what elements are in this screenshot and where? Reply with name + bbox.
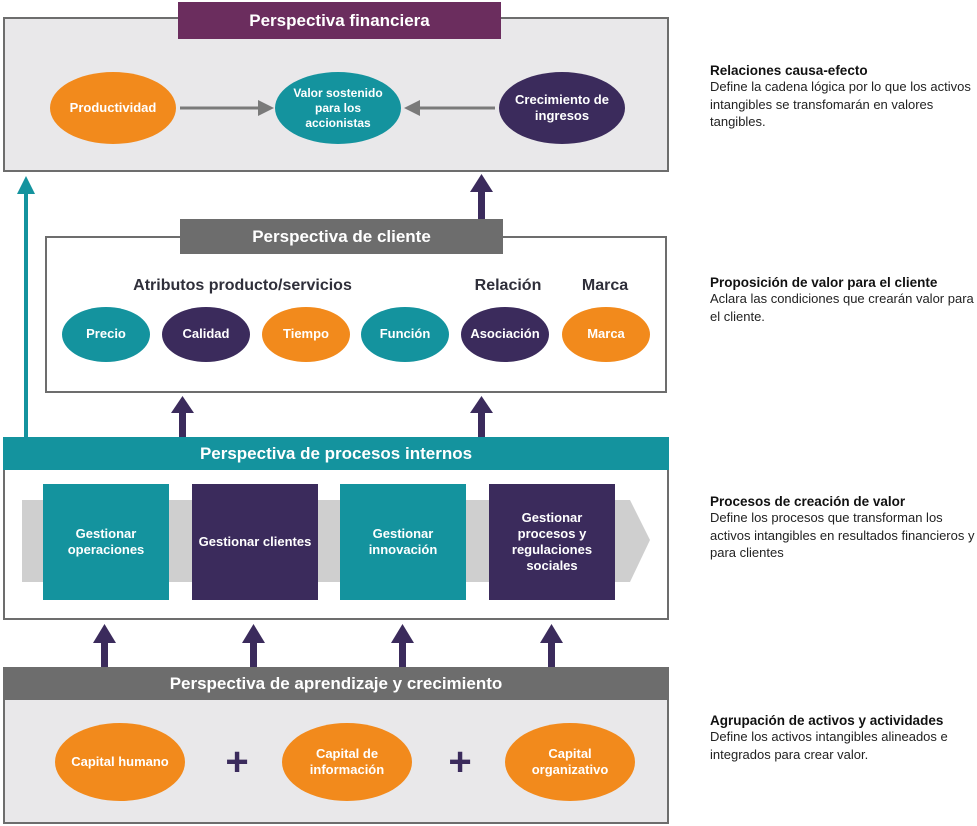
- process-box-operations: Gestionar operaciones: [43, 484, 169, 600]
- brand-heading: Marca: [581, 277, 629, 294]
- financial-title: Perspectiva financiera: [178, 2, 501, 39]
- description-body: Aclara las condiciones que crearán valor…: [710, 291, 974, 324]
- client-title: Perspectiva de cliente: [180, 219, 503, 254]
- time-node: Tiempo: [262, 307, 350, 362]
- human-capital-node: Capital humano: [55, 723, 185, 801]
- description-title: Relaciones causa-efecto: [710, 63, 868, 78]
- description-processes: Procesos de creación de valor Define los…: [710, 494, 975, 562]
- description-causal: Relaciones causa-efecto Define la cadena…: [710, 63, 975, 131]
- price-node: Precio: [62, 307, 150, 362]
- quality-node: Calidad: [162, 307, 250, 362]
- revenue-growth-node: Crecimiento de ingresos: [499, 72, 625, 144]
- client-panel: [45, 236, 667, 393]
- learning-title: Perspectiva de aprendizaje y crecimiento: [3, 667, 669, 700]
- plus-icon: +: [225, 740, 249, 784]
- process-box-innovation: Gestionar innovación: [340, 484, 466, 600]
- organizational-capital-node: Capital organizativo: [505, 723, 635, 801]
- productivity-node: Productividad: [50, 72, 176, 144]
- teal-up-arrow-icon: [17, 176, 35, 437]
- description-assets: Agrupación de activos y actividades Defi…: [710, 713, 975, 763]
- processes-title: Perspectiva de procesos internos: [3, 437, 669, 470]
- shareholder-value-node: Valor sostenido para los accionistas: [275, 72, 401, 144]
- brand-node: Marca: [562, 307, 650, 362]
- description-title: Agrupación de activos y actividades: [710, 713, 944, 728]
- attributes-heading: Atributos producto/servicios: [133, 277, 352, 294]
- description-body: Define los procesos que transforman los …: [710, 510, 975, 561]
- process-box-clients: Gestionar clientes: [192, 484, 318, 600]
- description-title: Procesos de creación de valor: [710, 494, 906, 509]
- description-body: Define los activos intangibles alineados…: [710, 729, 948, 762]
- process-box-social: Gestionar procesos y regulaciones social…: [489, 484, 615, 600]
- function-node: Función: [361, 307, 449, 362]
- description-body: Define la cadena lógica por lo que los a…: [710, 79, 971, 130]
- association-node: Asociación: [461, 307, 549, 362]
- plus-icon: +: [448, 740, 472, 784]
- description-client-value: Proposición de valor para el cliente Acl…: [710, 275, 975, 325]
- information-capital-node: Capital de información: [282, 723, 412, 801]
- description-title: Proposición de valor para el cliente: [710, 275, 938, 290]
- relation-heading: Relación: [474, 277, 542, 294]
